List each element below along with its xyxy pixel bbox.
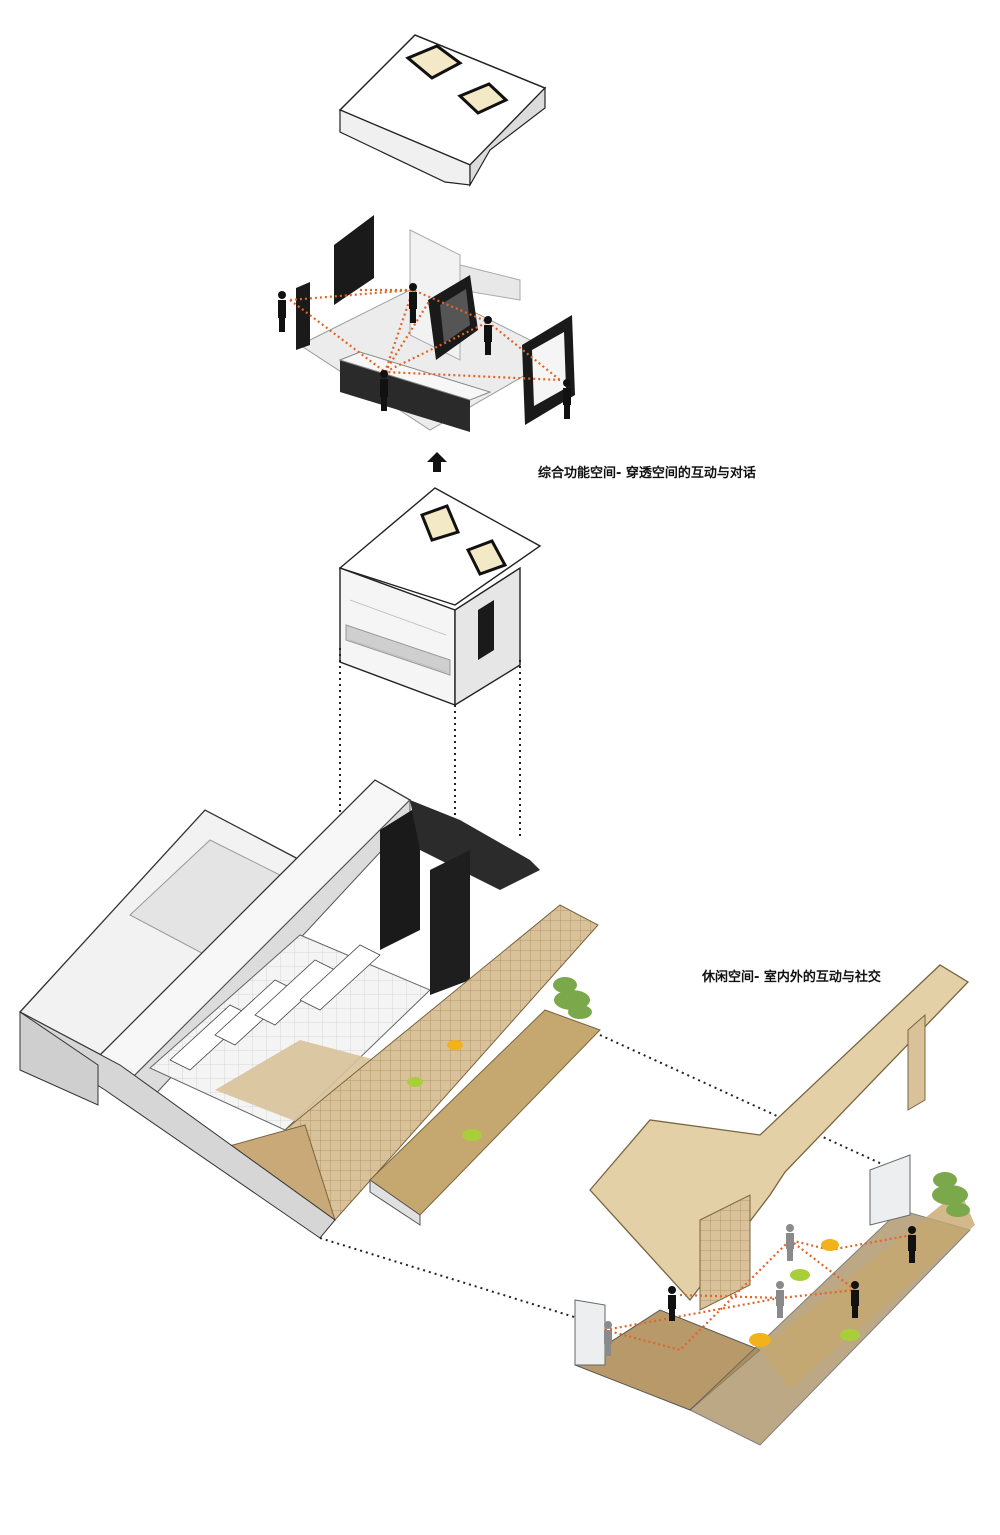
up-arrow-icon [427,452,447,472]
roof-slab [338,34,547,188]
seat [462,1129,482,1141]
integrated-space-exploded [278,215,575,432]
cube-module [338,487,542,707]
leisure-space-exploded [573,964,975,1446]
leisure-space-caption: 休闲空间- 室内外的互动与社交 [702,970,881,985]
integrated-space-caption: 综合功能空间- 穿透空间的互动与对话 [538,466,756,481]
plant-icon [932,1172,970,1217]
seat [407,1077,423,1087]
workstations [169,944,381,1071]
main-building [18,779,601,1239]
seat [447,1040,463,1050]
person-figure-icon [604,1224,794,1356]
person-figure-icon [278,283,571,419]
plant-icon [553,977,592,1019]
person-figure-icon [668,1226,916,1321]
